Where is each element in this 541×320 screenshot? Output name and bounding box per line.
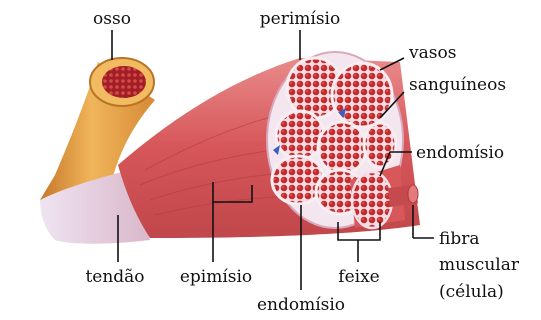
fascicle — [318, 122, 366, 174]
label-vasos-line2: sanguíneos — [409, 75, 506, 95]
label-perimisio: perimísio — [260, 9, 340, 29]
label-tendao: tendão — [85, 267, 144, 287]
label-fibra-line2: muscular — [439, 255, 520, 275]
label-osso: osso — [93, 9, 131, 29]
bone-marrow — [102, 66, 146, 98]
muscle-fiber-end — [408, 185, 418, 203]
label-epimisio: epimísio — [180, 267, 252, 287]
fascicle — [364, 123, 396, 167]
fascicle-end — [352, 172, 392, 228]
label-vasos-line1: vasos — [408, 43, 456, 63]
fascicle — [332, 63, 392, 127]
label-fibra-line1: fibra — [439, 229, 479, 249]
label-fibra-line3: (célula) — [439, 282, 504, 302]
label-feixe: feixe — [338, 267, 379, 287]
label-endomisio-top: endomísio — [416, 143, 504, 163]
label-endomisio-bottom: endomísio — [257, 295, 345, 315]
